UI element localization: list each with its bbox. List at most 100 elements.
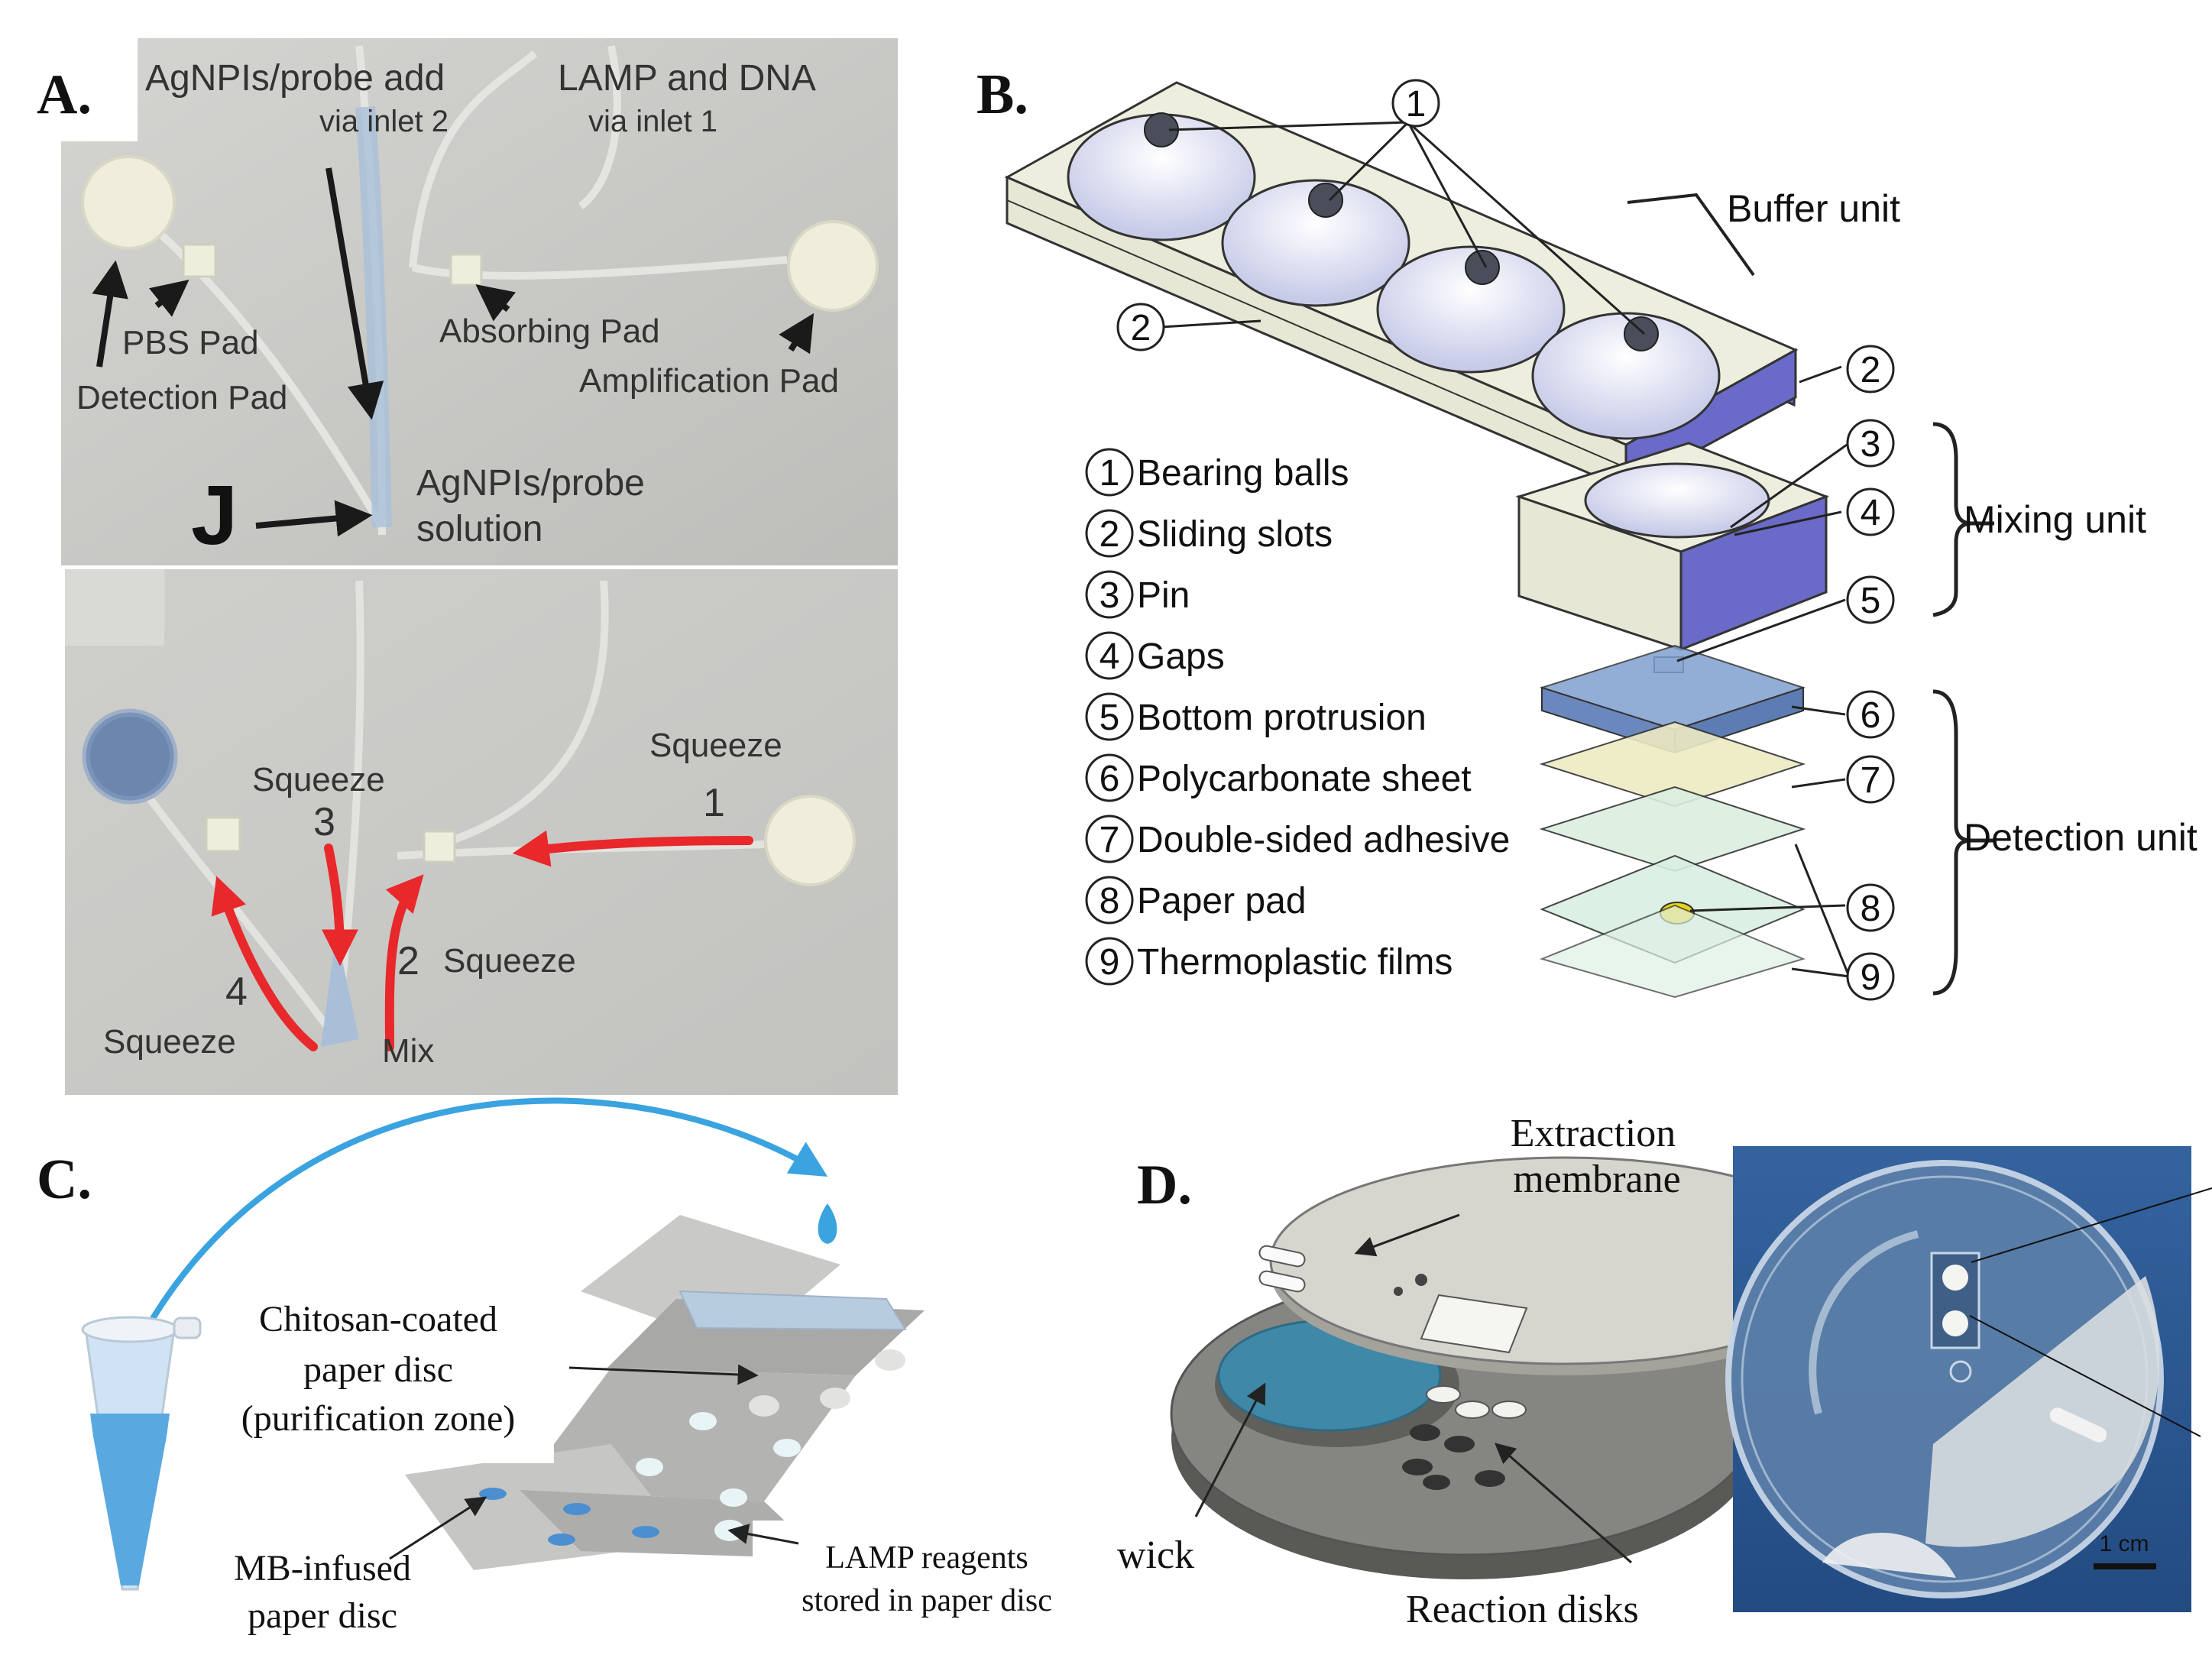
step3-word: Squeeze <box>252 761 385 798</box>
svg-text:Polycarbonate sheet: Polycarbonate sheet <box>1137 759 1472 799</box>
tube-icon <box>81 1316 202 1591</box>
panel-b-label: B. <box>976 63 1028 126</box>
legend-item-5: 5 Bottom protrusion <box>1085 692 1427 741</box>
legend-item-2: 2 Sliding slots <box>1085 509 1333 558</box>
inlet1-label: LAMP and DNA <box>558 58 816 99</box>
mixing-unit-drawing <box>1515 442 1830 673</box>
water-drop-icon <box>818 1203 837 1244</box>
detection-pad-label: Detection Pad <box>76 379 287 416</box>
panel-c-label: C. <box>37 1148 92 1211</box>
extraction-line2: membrane <box>1513 1158 1680 1201</box>
svg-text:Paper pad: Paper pad <box>1137 881 1307 921</box>
mb-line1: MB-infused <box>234 1548 411 1589</box>
junction-label: J <box>191 468 238 562</box>
lamp-line1: LAMP reagents <box>825 1540 1028 1576</box>
callout-2b: 2 <box>1846 345 1895 394</box>
svg-text:7: 7 <box>1100 820 1120 860</box>
svg-text:Sliding slots: Sliding slots <box>1137 514 1333 555</box>
panel-a-top-arrows <box>92 167 815 537</box>
callout-1: 1 <box>1391 79 1440 128</box>
panel-a: A. AgNPIs/probe add via inlet 2 LAMP and… <box>0 0 898 1095</box>
photo-leaders <box>1969 1187 2212 1437</box>
callout-6: 6 <box>1846 690 1895 739</box>
inlet2-sub: via inlet 2 <box>319 105 449 138</box>
panel-a-red-arrows <box>211 830 753 1051</box>
solution-label-line2: solution <box>416 509 542 549</box>
legend-item-8: 8 Paper pad <box>1085 876 1307 925</box>
pbs-pad-bottom <box>205 816 241 853</box>
blue-mix-channel <box>321 932 359 1047</box>
svg-text:3: 3 <box>1100 575 1120 616</box>
step1-num: 1 <box>703 781 725 825</box>
photo-disc <box>1725 1160 2164 1598</box>
svg-text:4: 4 <box>1861 493 1881 533</box>
inlet1-sub: via inlet 1 <box>588 105 717 138</box>
inlet2-label: AgNPIs/probe add <box>145 58 445 99</box>
wick-label: wick <box>1117 1534 1194 1577</box>
svg-text:8: 8 <box>1100 881 1120 921</box>
legend-item-3: 3 Pin <box>1085 570 1190 619</box>
panel-a-label: A. <box>37 63 92 126</box>
amplification-pad-bottom <box>764 795 856 886</box>
scale-bar-label: 1 cm <box>2099 1531 2149 1556</box>
detection-unit-label: Detection unit <box>1964 816 2197 859</box>
extraction-line1: Extraction <box>1511 1112 1676 1155</box>
solution-label-line1: AgNPIs/probe <box>416 463 645 504</box>
callout-5: 5 <box>1846 575 1895 624</box>
panel-c-leaders <box>389 1364 799 1560</box>
step4-num: 4 <box>225 970 248 1014</box>
mixing-unit-label: Mixing unit <box>1964 498 2146 541</box>
absorbing-pad-square <box>449 253 483 287</box>
svg-text:4: 4 <box>1100 636 1120 677</box>
blue-channel <box>355 106 392 528</box>
legend-item-1: 1 Bearing balls <box>1085 448 1349 497</box>
lamp-line2: stored in paper disc <box>802 1583 1052 1618</box>
mix-label: Mix <box>382 1032 434 1070</box>
legend-item-9: 9 Thermoplastic films <box>1085 937 1453 986</box>
chitosan-line1: Chitosan-coated <box>259 1299 497 1339</box>
svg-text:Bearing balls: Bearing balls <box>1137 453 1349 494</box>
svg-text:Pin: Pin <box>1137 575 1190 616</box>
paper-device <box>405 1215 925 1570</box>
svg-text:6: 6 <box>1861 695 1881 736</box>
step1-word: Squeeze <box>649 727 782 764</box>
step2-word: Squeeze <box>443 942 576 980</box>
reaction-disks-label: Reaction disks <box>1406 1588 1639 1631</box>
pbs-pad-square <box>182 243 217 278</box>
svg-text:2: 2 <box>1861 350 1881 390</box>
callout-8: 8 <box>1846 883 1895 932</box>
panel-d-label: D. <box>1137 1154 1192 1216</box>
svg-text:Gaps: Gaps <box>1137 636 1225 677</box>
transfer-curve <box>134 1097 828 1346</box>
callout-4: 4 <box>1846 487 1895 536</box>
panel-c: C. <box>37 1097 1074 1636</box>
svg-text:5: 5 <box>1100 698 1120 738</box>
chitosan-line2: paper disc <box>303 1349 453 1390</box>
callout-2a: 2 <box>1116 303 1165 351</box>
panel-b-legend: 1 Bearing balls 2 Sliding slots 3 Pin 4 Gaps… <box>1085 448 1510 986</box>
svg-text:9: 9 <box>1861 957 1881 998</box>
detection-unit-drawing <box>1539 644 1806 999</box>
svg-text:Bottom protrusion: Bottom protrusion <box>1137 698 1427 738</box>
svg-text:1: 1 <box>1406 84 1427 125</box>
svg-text:2: 2 <box>1100 514 1120 555</box>
svg-text:3: 3 <box>1861 424 1881 465</box>
step2-num: 2 <box>397 939 419 983</box>
detection-pad-circle <box>81 155 176 250</box>
disc-exploded-drawing <box>1170 1156 1861 1579</box>
chitosan-line3: (purification zone) <box>241 1398 516 1439</box>
svg-text:7: 7 <box>1861 760 1881 801</box>
svg-text:2: 2 <box>1131 308 1151 348</box>
step3-num: 3 <box>313 800 335 844</box>
mb-line2: paper disc <box>248 1595 397 1636</box>
svg-text:Thermoplastic films: Thermoplastic films <box>1137 942 1453 983</box>
callout-7: 7 <box>1846 755 1895 804</box>
panel-d-leaders <box>1194 1213 1632 1564</box>
svg-text:9: 9 <box>1100 942 1120 983</box>
svg-text:1: 1 <box>1100 453 1120 494</box>
absorbing-pad-label: Absorbing Pad <box>439 313 660 350</box>
callout-9: 9 <box>1846 952 1895 1001</box>
